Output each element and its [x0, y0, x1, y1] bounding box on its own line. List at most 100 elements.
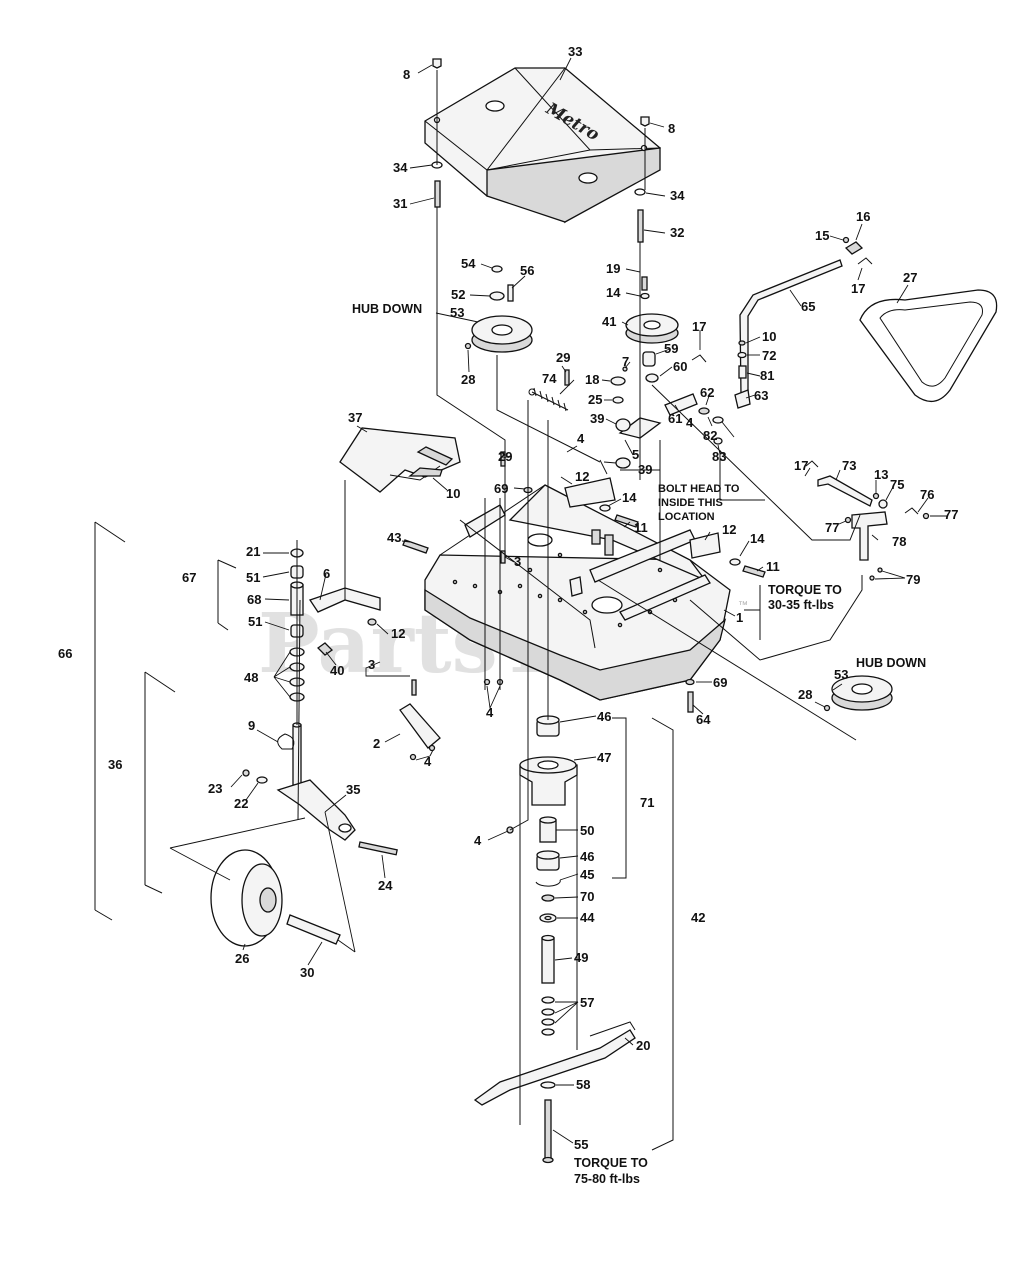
callout-23: 23: [208, 781, 222, 796]
bracket-63: [734, 389, 751, 409]
bushing-39-lower: [615, 457, 631, 469]
callout-26: 26: [235, 951, 249, 966]
pin-7: [622, 366, 628, 372]
callout-61: 61: [668, 411, 682, 426]
callout-64: 64: [696, 712, 711, 727]
callout-46-upper: 46: [597, 709, 611, 724]
callout-20: 20: [636, 1038, 650, 1053]
washer-34-right: [634, 188, 646, 196]
washer-75: [878, 499, 888, 509]
note-bolt-head-line2: INSIDE THIS: [658, 497, 723, 509]
pulley-41: [625, 313, 679, 344]
callout-32: 32: [670, 225, 684, 240]
latch-right: [640, 116, 650, 127]
baffle-37: [339, 427, 461, 493]
callout-24: 24: [378, 878, 393, 893]
washer-14-top: [640, 292, 650, 300]
callout-36: 36: [108, 757, 122, 772]
belt-27: [859, 289, 998, 402]
scraper-2: [399, 703, 441, 749]
spring-74: [528, 387, 569, 412]
callout-11-upper: 11: [634, 520, 648, 535]
washer-14-right: [729, 558, 741, 566]
callout-75: 75: [890, 477, 904, 492]
callout-6: 6: [323, 566, 330, 581]
bolt-31: [434, 180, 441, 208]
callout-69-lower: 69: [713, 675, 727, 690]
callout-46-lower: 46: [580, 849, 594, 864]
nut-69-lower: [685, 678, 695, 686]
callout-3-deck: 3: [514, 554, 521, 569]
callout-17-top: 17: [851, 281, 865, 296]
callout-35: 35: [346, 782, 360, 797]
callout-43: 43: [387, 530, 401, 545]
fork-35: [276, 779, 356, 841]
callout-14-right: 14: [750, 531, 765, 546]
bolt-40: [316, 642, 334, 656]
bolt-28-left: [464, 342, 472, 350]
callout-59: 59: [664, 341, 678, 356]
callout-8-right: 8: [668, 121, 675, 136]
spacer-81: [738, 365, 747, 379]
note-bolt-head-line3: LOCATION: [658, 511, 715, 523]
bolt-3-caster: [411, 679, 417, 696]
callout-53-right: 53: [834, 667, 848, 682]
callout-30: 30: [300, 965, 314, 980]
callout-42: 42: [691, 910, 705, 925]
callout-74: 74: [542, 371, 557, 386]
bushing-39-upper: [615, 418, 631, 432]
callout-60: 60: [673, 359, 687, 374]
bolt-32: [637, 209, 644, 243]
cotter-17-right: [805, 460, 819, 468]
callout-16: 16: [856, 209, 870, 224]
callout-79: 79: [906, 572, 920, 587]
washer-25: [612, 396, 624, 404]
callout-52: 52: [451, 287, 465, 302]
note-torque-deck-line1: TORQUE TO: [768, 583, 842, 597]
link-73: [817, 475, 873, 507]
callout-27: 27: [903, 270, 917, 285]
callout-69-upper: 69: [494, 481, 508, 496]
washer-58: [540, 1081, 556, 1089]
callout-28-left: 28: [461, 372, 475, 387]
callout-83: 83: [712, 449, 726, 464]
callout-77-left: 77: [825, 520, 839, 535]
cotter-17-mid: [691, 354, 707, 363]
callout-2: 2: [373, 736, 380, 751]
plate-12-right: [689, 532, 721, 559]
callout-12-caster: 12: [391, 626, 405, 641]
callout-4-spring: 4: [577, 431, 585, 446]
callout-18: 18: [585, 372, 599, 387]
spring-76: [904, 507, 919, 515]
callout-3-caster: 3: [368, 657, 375, 672]
callout-5: 5: [632, 447, 639, 462]
pin-9: [277, 733, 295, 750]
callout-63: 63: [754, 388, 768, 403]
note-hub-down-top: HUB DOWN: [352, 302, 422, 316]
nut-4-scraper-b: [409, 753, 417, 761]
callout-8-left: 8: [403, 67, 410, 82]
callout-39-upper: 39: [590, 411, 604, 426]
bolt-79a: [877, 567, 883, 573]
key-56: [507, 284, 514, 302]
callout-51-lower: 51: [248, 614, 262, 629]
grease-fitting-23: [242, 769, 250, 777]
callout-4-scraper: 4: [424, 754, 432, 769]
washer-18: [610, 376, 626, 386]
bolt-64: [687, 691, 694, 713]
callout-68: 68: [247, 592, 261, 607]
callout-4-lever: 4: [686, 415, 694, 430]
callout-48: 48: [244, 670, 258, 685]
callout-39-lower: 39: [638, 462, 652, 477]
callouts: 33 8 8 34 31 34 32 54 52 56 53 28 19 14 …: [58, 44, 958, 1152]
callout-17-right: 17: [794, 458, 808, 473]
callout-31: 31: [393, 196, 407, 211]
bolt-11-upper: [614, 514, 639, 528]
leader-lines: [169, 57, 948, 1144]
callout-12-right: 12: [722, 522, 736, 537]
callout-78: 78: [892, 534, 906, 549]
bolt-55: [544, 1099, 552, 1161]
nut-62: [698, 407, 710, 415]
nut-10-upper: [738, 340, 746, 346]
callout-81: 81: [760, 368, 774, 383]
